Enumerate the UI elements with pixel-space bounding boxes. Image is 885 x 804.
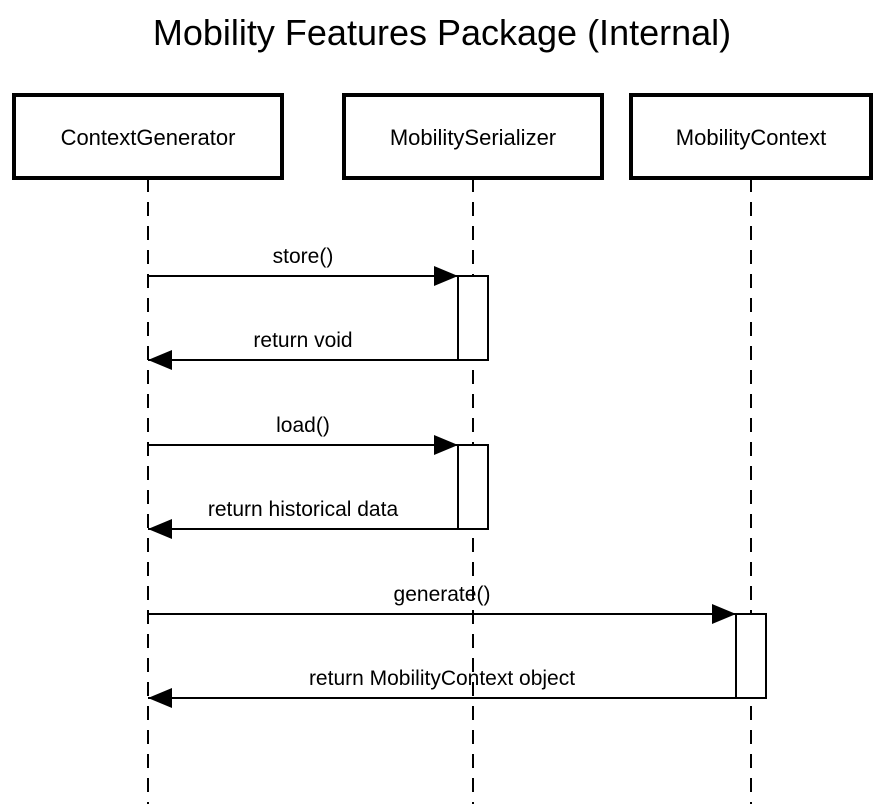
activation-bar-store — [457, 275, 489, 361]
message-label: return historical data — [208, 498, 399, 521]
participant-label: MobilityContext — [676, 125, 826, 150]
participant-mobility-context: MobilityContext — [629, 93, 873, 180]
message-label: generate() — [394, 583, 491, 606]
participant-label: ContextGenerator — [61, 125, 236, 150]
message-return-mobility-context-object: return MobilityContext object — [148, 667, 736, 708]
message-return-void: return void — [148, 329, 458, 370]
message-generate: generate() — [148, 583, 736, 624]
message-label: load() — [276, 414, 330, 437]
message-label: store() — [273, 245, 334, 268]
participant-box — [629, 93, 873, 180]
participant-context-generator: ContextGenerator — [12, 93, 284, 180]
activation-bar-generate — [735, 613, 767, 699]
activation-bar-load — [457, 444, 489, 530]
message-store: store() — [148, 245, 458, 286]
participant-mobility-serializer: MobilitySerializer — [342, 93, 604, 180]
message-label: return MobilityContext object — [309, 667, 575, 690]
diagram-title: Mobility Features Package (Internal) — [153, 12, 731, 53]
participant-label: MobilitySerializer — [390, 125, 556, 150]
participant-box — [342, 93, 604, 180]
message-load: load() — [148, 414, 458, 455]
message-label: return void — [253, 329, 352, 352]
participant-box — [12, 93, 284, 180]
message-return-historical-data: return historical data — [148, 498, 458, 539]
